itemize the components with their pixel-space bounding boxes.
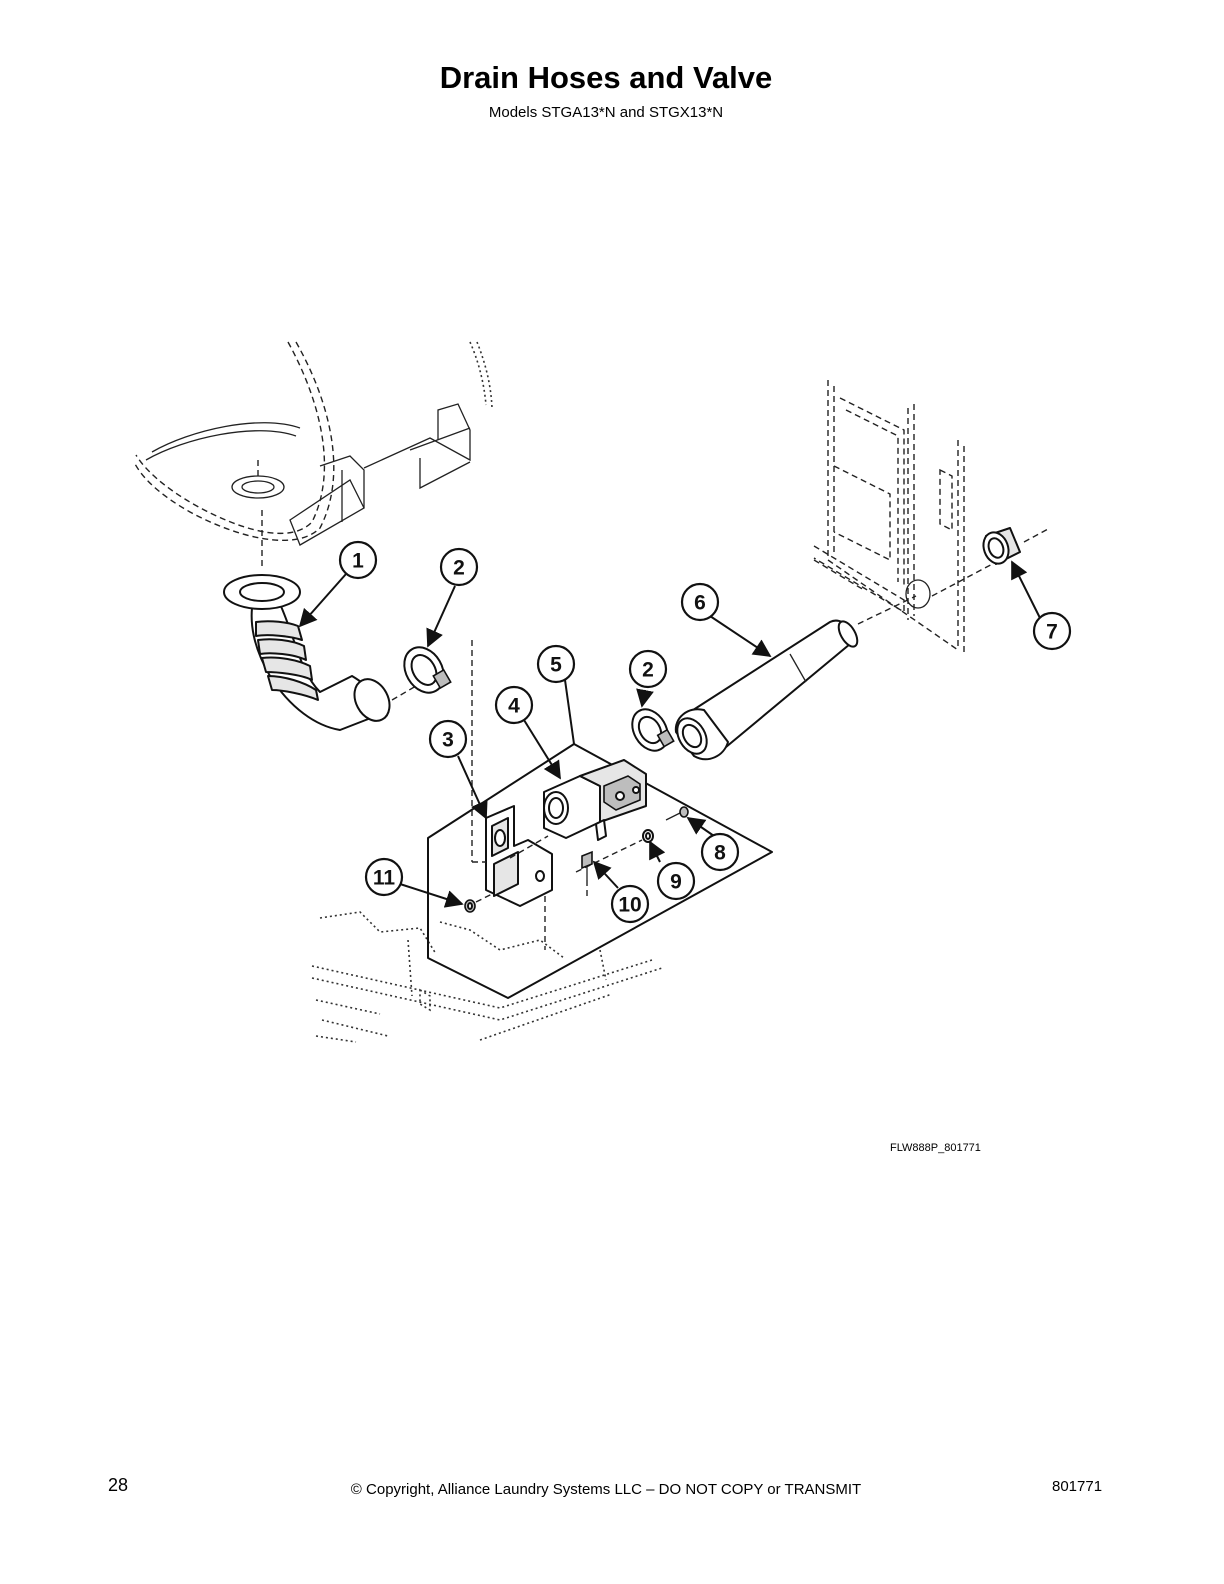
callout-label: 4 xyxy=(508,695,520,718)
hose-clamp-upper xyxy=(403,646,452,694)
callout-label: 1 xyxy=(352,550,364,573)
cabinet-rear-outline xyxy=(813,380,1051,652)
callout-label: 9 xyxy=(670,871,682,894)
base-frame-outline xyxy=(311,911,663,1043)
callout-8: 8 xyxy=(700,832,740,872)
screw xyxy=(665,806,689,821)
callout-9: 9 xyxy=(656,861,696,901)
callout-label: 8 xyxy=(714,842,726,865)
callout-label: 11 xyxy=(373,867,396,890)
callout-label: 7 xyxy=(1046,621,1058,644)
nut xyxy=(464,893,493,913)
outlet-drain-hose xyxy=(674,595,917,761)
callout-3: 3 xyxy=(428,719,468,759)
callout-1: 1 xyxy=(338,540,378,580)
callout-7: 7 xyxy=(1032,611,1072,651)
document-number: 801771 xyxy=(1052,1478,1103,1495)
callout-label: 5 xyxy=(550,654,562,677)
callout-11: 11 xyxy=(364,857,404,897)
hose-clamp-lower xyxy=(565,708,675,813)
callout-10: 10 xyxy=(610,884,650,924)
valve-bracket xyxy=(471,640,553,950)
callout-leaders xyxy=(298,560,1041,908)
callout-label: 6 xyxy=(694,592,706,615)
callout-label: 2 xyxy=(642,659,654,682)
figure-code: FLW888P_801771 xyxy=(890,1142,981,1154)
drain-bushing xyxy=(982,527,1021,565)
page-subtitle: Models STGA13*N and STGX13*N xyxy=(488,104,724,121)
callout-4: 4 xyxy=(494,685,534,725)
bolt xyxy=(581,850,593,900)
drain-valve xyxy=(509,759,647,859)
washer-tub-outline xyxy=(133,341,493,570)
callout-5: 5 xyxy=(536,644,576,684)
callout-6: 6 xyxy=(680,582,720,622)
page-title: Drain Hoses and Valve xyxy=(439,60,773,95)
copyright-notice: © Copyright, Alliance Laundry Systems LL… xyxy=(350,1481,862,1498)
tub-drain-hose xyxy=(223,574,441,731)
callout-label: 2 xyxy=(453,557,465,580)
callout-label: 3 xyxy=(442,729,454,752)
page-number: 28 xyxy=(108,1475,129,1495)
callout-label: 10 xyxy=(618,894,641,917)
callout-2-lower: 2 xyxy=(628,649,668,689)
callout-2-upper: 2 xyxy=(439,547,479,587)
